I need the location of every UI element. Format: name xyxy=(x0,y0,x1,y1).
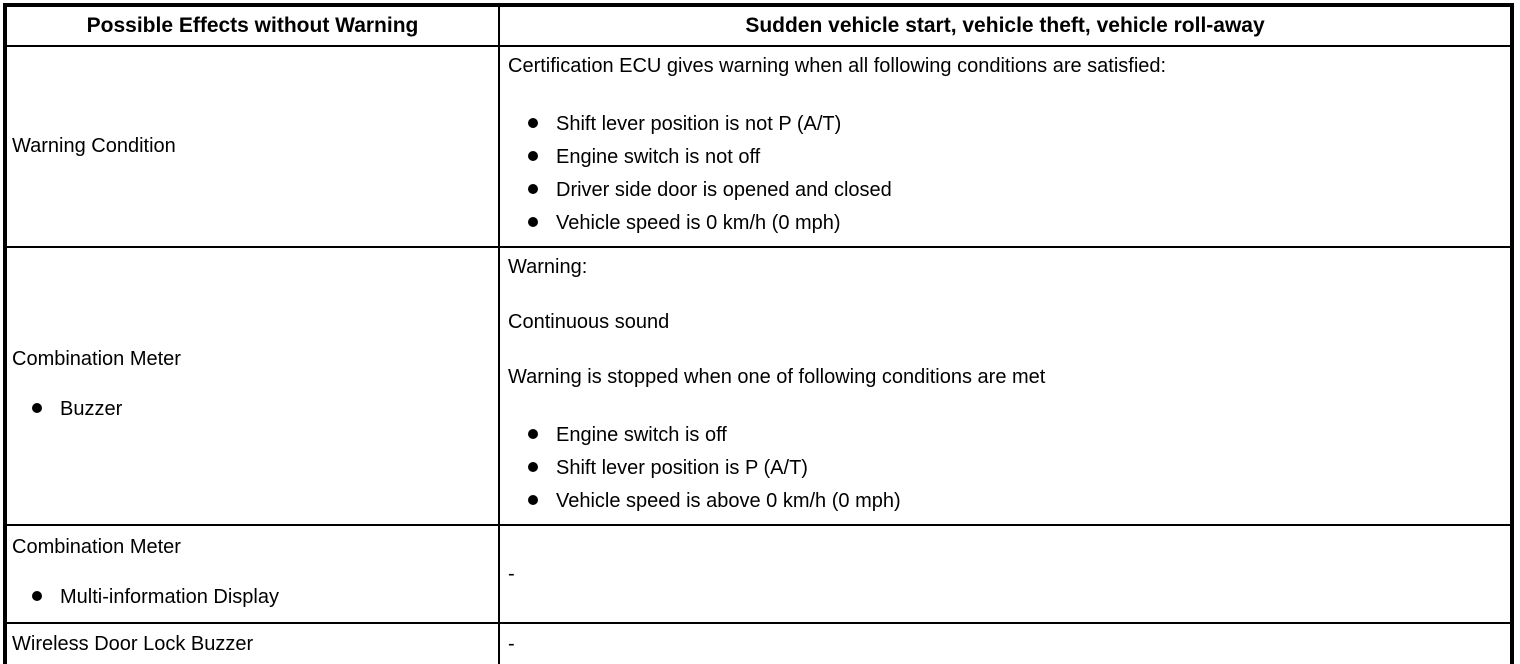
list-item-text: Shift lever position is P (A/T) xyxy=(556,457,808,479)
content-paragraph: Continuous sound xyxy=(508,311,670,333)
row-label-block: Combination Meter Buzzer xyxy=(12,346,493,426)
content-paragraph: Warning is stopped when one of following… xyxy=(508,366,1046,388)
bullet-icon xyxy=(528,117,538,128)
list-item: Vehicle speed is 0 km/h (0 mph) xyxy=(528,207,1502,240)
list-item: Engine switch is off xyxy=(528,419,1502,452)
row-label: Warning Condition xyxy=(12,135,176,157)
header-warning-types: Sudden vehicle start, vehicle theft, veh… xyxy=(498,4,1513,47)
bullet-icon xyxy=(528,216,538,227)
row-label: Combination Meter xyxy=(12,348,181,370)
warning-condition-label-cell: Warning Condition xyxy=(4,45,500,248)
empty-value-dash: - xyxy=(508,563,515,585)
list-item-text: Vehicle speed is above 0 km/h (0 mph) xyxy=(556,490,901,512)
combination-meter-display-label-cell: Combination Meter Multi-information Disp… xyxy=(4,524,500,624)
wireless-door-lock-buzzer-label-cell: Wireless Door Lock Buzzer xyxy=(4,622,500,664)
label-bullet-list: Multi-information Display xyxy=(12,581,493,614)
table-row-combination-meter-display: Combination Meter Multi-information Disp… xyxy=(4,524,1513,624)
table-row-wireless-door-lock-buzzer: Wireless Door Lock Buzzer - xyxy=(4,622,1513,664)
row-label-block: Combination Meter Multi-information Disp… xyxy=(12,534,493,614)
list-item-text: Buzzer xyxy=(60,398,123,420)
possible-effects-table: Possible Effects without Warning Sudden … xyxy=(3,3,1514,664)
content-paragraph: Certification ECU gives warning when all… xyxy=(508,55,1167,77)
bullet-icon xyxy=(528,183,538,194)
table-header-row: Possible Effects without Warning Sudden … xyxy=(4,4,1513,47)
content-paragraph: Warning: xyxy=(508,256,588,278)
list-item-text: Vehicle speed is 0 km/h (0 mph) xyxy=(556,212,841,234)
list-item-text: Shift lever position is not P (A/T) xyxy=(556,113,842,135)
list-item: Multi-information Display xyxy=(32,581,493,614)
list-item: Driver side door is opened and closed xyxy=(528,174,1502,207)
table-row-warning-condition: Warning Condition Certification ECU give… xyxy=(4,45,1513,248)
row-label: Wireless Door Lock Buzzer xyxy=(12,632,254,655)
bullet-icon xyxy=(32,590,42,601)
combination-meter-buzzer-label-cell: Combination Meter Buzzer xyxy=(4,246,500,526)
list-item: Engine switch is not off xyxy=(528,141,1502,174)
row-label: Combination Meter xyxy=(12,536,181,558)
list-item: Vehicle speed is above 0 km/h (0 mph) xyxy=(528,485,1502,518)
list-item-text: Engine switch is not off xyxy=(556,146,761,168)
list-item-text: Multi-information Display xyxy=(60,586,279,608)
empty-value-dash: - xyxy=(508,633,515,655)
bullet-icon xyxy=(528,428,538,439)
list-item: Buzzer xyxy=(32,393,493,426)
list-item: Shift lever position is not P (A/T) xyxy=(528,108,1502,141)
list-item-text: Driver side door is opened and closed xyxy=(556,179,892,201)
list-item-text: Engine switch is off xyxy=(556,424,727,446)
bullet-icon xyxy=(32,402,42,413)
display-content-cell: - xyxy=(498,524,1513,624)
bullet-icon xyxy=(528,494,538,505)
warning-stop-condition-list: Engine switch is off Shift lever positio… xyxy=(508,419,1502,518)
warning-condition-list: Shift lever position is not P (A/T) Engi… xyxy=(508,108,1502,240)
wireless-buzzer-content-cell: - xyxy=(498,622,1513,664)
buzzer-warning-content-cell: Warning: Continuous sound Warning is sto… xyxy=(498,246,1513,526)
header-possible-effects: Possible Effects without Warning xyxy=(4,4,500,47)
label-bullet-list: Buzzer xyxy=(12,393,493,426)
list-item: Shift lever position is P (A/T) xyxy=(528,452,1502,485)
bullet-icon xyxy=(528,461,538,472)
warning-condition-content-cell: Certification ECU gives warning when all… xyxy=(498,45,1513,248)
bullet-icon xyxy=(528,150,538,161)
table-row-combination-meter-buzzer: Combination Meter Buzzer Warning: Contin… xyxy=(4,246,1513,526)
